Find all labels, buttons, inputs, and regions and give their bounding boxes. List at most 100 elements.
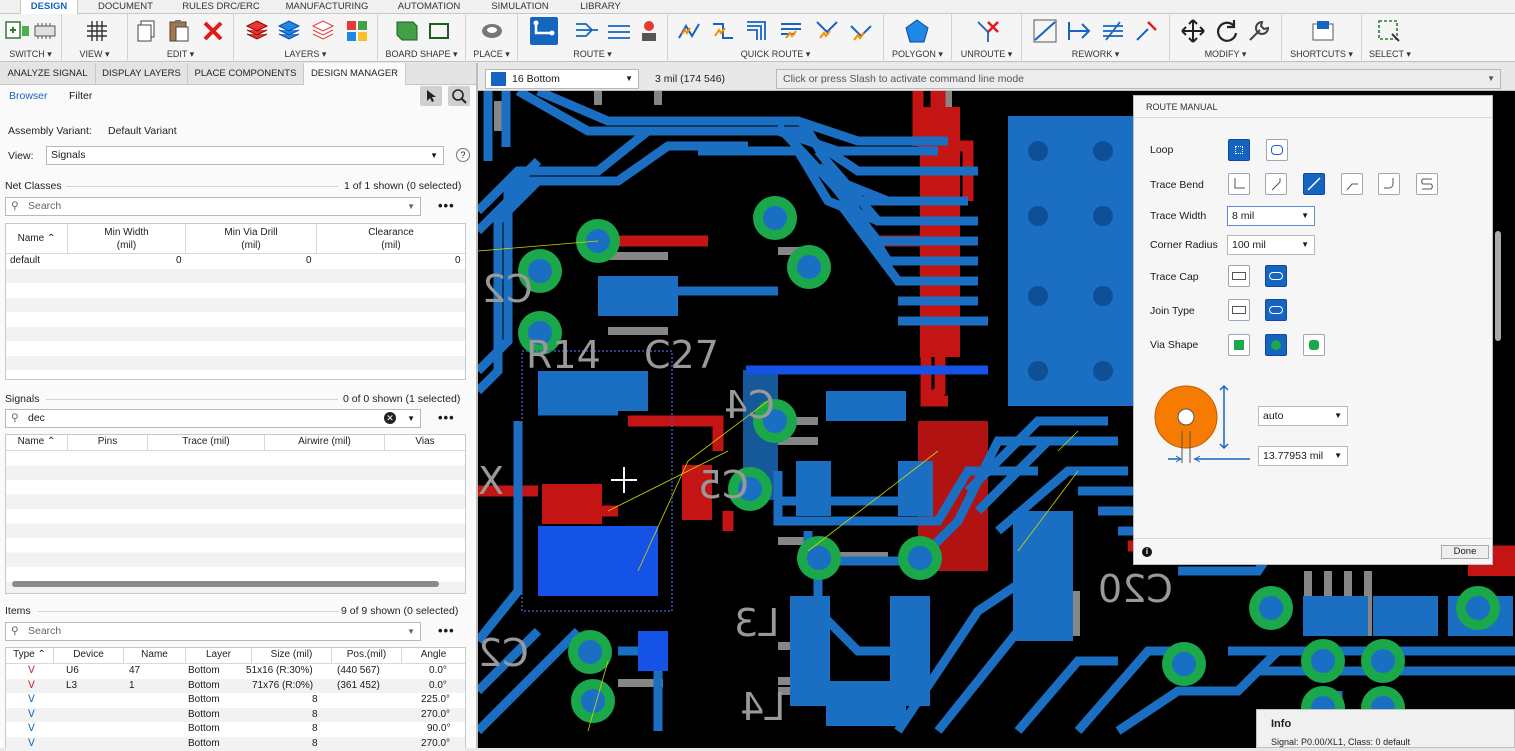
trace-cap-round-option[interactable] [1265,265,1287,287]
unroute-icon[interactable] [974,18,1000,44]
board-icon[interactable] [32,18,58,44]
tab-display-layers[interactable]: DISPLAY LAYERS [96,63,188,85]
subtab-filter[interactable]: Filter [69,85,92,107]
pointer-icon[interactable] [420,86,442,106]
trace-width-select[interactable]: 8 mil▼ [1227,206,1315,226]
items-search[interactable]: ⚲Search▼ [5,622,421,641]
polygon-icon[interactable] [904,18,930,44]
net-classes-search[interactable]: ⚲Search▼ [5,197,421,216]
quick-route-airwire2-icon[interactable] [814,18,840,44]
zoom-select-icon[interactable] [448,86,470,106]
col-type[interactable]: Type ⌃ [6,648,54,663]
tab-design-manager[interactable]: DESIGN MANAGER [304,63,406,85]
wrench-icon[interactable] [1246,18,1272,44]
col-name[interactable]: Name ⌃ [6,224,68,253]
slide-icon[interactable] [1032,18,1058,44]
group-label[interactable]: BOARD SHAPE [385,49,450,59]
col-airwire[interactable]: Airwire (mil) [265,435,385,450]
layers-red-icon[interactable] [244,18,270,44]
col-size[interactable]: Size (mil) [252,648,332,663]
tab-document[interactable]: DOCUMENT [93,0,158,14]
quick-route-multiple-icon[interactable] [744,18,770,44]
tab-library[interactable]: LIBRARY [573,0,628,14]
select-icon[interactable] [1376,18,1402,44]
col-name[interactable]: Name ⌃ [6,435,68,450]
tab-design[interactable]: DESIGN [20,0,78,15]
loop-off-option[interactable] [1266,139,1288,161]
tab-manufacturing[interactable]: MANUFACTURING [282,0,372,14]
tab-analyze-signal[interactable]: ANALYZE SIGNAL [0,63,96,85]
bend-45-alt-option[interactable] [1341,173,1363,195]
split-icon[interactable] [1100,18,1126,44]
group-label[interactable]: MODIFY [1205,49,1240,59]
layer-select[interactable]: 16 Bottom▼ [485,69,639,89]
help-icon[interactable]: ? [456,148,470,162]
fanout-icon[interactable] [636,18,662,44]
group-label[interactable]: REWORK [1072,49,1113,59]
group-label[interactable]: ROUTE [573,49,605,59]
layers-blue-icon[interactable] [276,18,302,44]
done-button[interactable]: Done [1441,545,1489,559]
signals-search[interactable]: ⚲dec✕▼ [5,409,421,428]
arc-icon[interactable] [1066,18,1092,44]
route-differential-icon[interactable] [606,18,632,44]
via-square-option[interactable] [1228,334,1250,356]
board-outline-icon[interactable] [426,18,452,44]
col-angle[interactable]: Angle [402,648,465,663]
col-vias[interactable]: Vias [385,435,465,450]
bend-straight-option[interactable] [1303,173,1325,195]
col-clearance[interactable]: Clearance (mil) [317,224,465,253]
join-round-option[interactable] [1265,299,1287,321]
tab-simulation[interactable]: SIMULATION [486,0,554,14]
route-multiple-icon[interactable] [574,18,600,44]
info-icon[interactable]: i [1142,547,1152,557]
grid-icon[interactable] [84,18,110,44]
vertical-scrollbar[interactable] [1495,231,1501,341]
group-label[interactable]: UNROUTE [961,49,1006,59]
join-flat-option[interactable] [1228,299,1250,321]
bend-90-option[interactable] [1228,173,1250,195]
board-shape-icon[interactable] [394,18,420,44]
group-label[interactable]: POLYGON [892,49,936,59]
route-manual-icon[interactable] [530,17,558,45]
group-label[interactable]: LAYERS [285,49,320,59]
via-round-option[interactable] [1265,334,1287,356]
net-classes-more-button[interactable]: ••• [438,198,455,213]
group-label[interactable]: EDIT [167,49,187,59]
items-more-button[interactable]: ••• [438,623,455,638]
col-min-width[interactable]: Min Width (mil) [68,224,186,253]
quick-route-airwire-icon[interactable] [676,18,702,44]
group-label[interactable]: SELECT [1369,49,1404,59]
via-place-icon[interactable] [479,18,505,44]
col-layer[interactable]: Layer [186,648,252,663]
paste-icon[interactable] [166,18,192,44]
bend-free-option[interactable] [1416,173,1438,195]
view-select[interactable]: Signals▼ [46,146,444,165]
col-pins[interactable]: Pins [68,435,148,450]
bend-arc-option[interactable] [1378,173,1400,195]
group-label[interactable]: QUICK ROUTE [741,49,804,59]
switch-icon[interactable] [4,18,30,44]
delete-icon[interactable] [200,18,226,44]
col-min-via-drill[interactable]: Min Via Drill (mil) [186,224,317,253]
col-trace[interactable]: Trace (mil) [148,435,265,450]
shortcuts-icon[interactable] [1310,18,1336,44]
horizontal-scrollbar[interactable] [12,581,439,587]
corner-radius-select[interactable]: 100 mil▼ [1227,235,1315,255]
tab-place-components[interactable]: PLACE COMPONENTS [188,63,304,85]
tab-automation[interactable]: AUTOMATION [393,0,465,14]
subtab-browser[interactable]: Browser [9,85,48,107]
trace-cap-flat-option[interactable] [1228,265,1250,287]
layer-colors-icon[interactable] [344,18,370,44]
table-row[interactable]: default 0 0 0 [6,254,465,269]
copy-icon[interactable] [134,18,160,44]
group-label[interactable]: SHORTCUTS [1290,49,1346,59]
loop-on-option[interactable] [1228,139,1250,161]
col-pos[interactable]: Pos.(mil) [332,648,402,663]
